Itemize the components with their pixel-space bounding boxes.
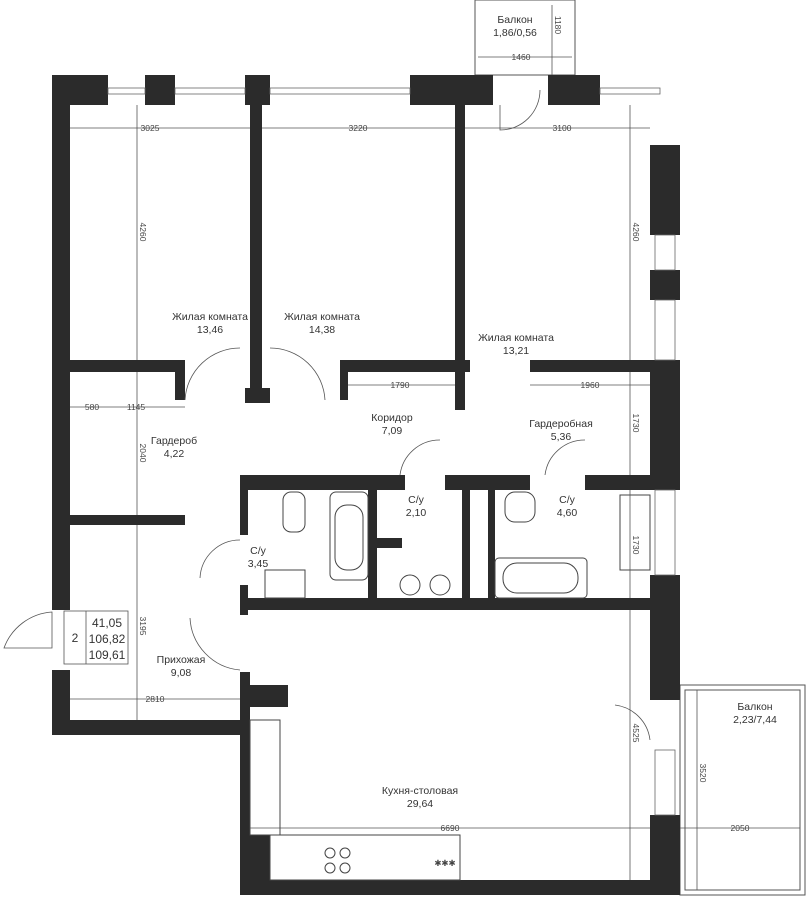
svg-text:3025: 3025 (141, 123, 160, 133)
right-balcony-inner (684, 689, 801, 891)
svg-text:1730: 1730 (631, 536, 641, 555)
svg-text:2050: 2050 (731, 823, 750, 833)
room-area: 2,10 (406, 507, 427, 519)
fixtures: ✱✱✱ (249, 491, 651, 881)
hob-icon: ✱✱✱ (434, 858, 455, 868)
walls (52, 75, 680, 895)
room-area: 5,36 (551, 431, 572, 443)
svg-text:3520: 3520 (698, 764, 708, 783)
svg-text:1460: 1460 (512, 52, 531, 62)
svg-text:4260: 4260 (138, 223, 148, 242)
room-area: 7,09 (382, 425, 403, 437)
svg-text:2810: 2810 (146, 694, 165, 704)
svg-text:3220: 3220 (349, 123, 368, 133)
room-area: 4,22 (164, 448, 185, 460)
top-balcony (474, 0, 576, 76)
total-area-with-balcony: 109,61 (89, 648, 126, 662)
room-area: 2,23/7,44 (733, 714, 777, 726)
room-name: Жилая комната (172, 311, 248, 323)
living-area: 41,05 (92, 616, 122, 630)
room-name: Кухня-столовая (382, 785, 458, 797)
svg-text:2040: 2040 (138, 444, 148, 463)
svg-text:1730: 1730 (631, 414, 641, 433)
svg-text:1790: 1790 (391, 380, 410, 390)
room-labels: Жилая комната 13,46 Жилая комната 14,38 … (151, 14, 777, 810)
room-area: 13,46 (197, 324, 223, 336)
area-summary-box: 2 41,05 106,82 109,61 (63, 610, 129, 665)
total-area: 106,82 (89, 632, 126, 646)
room-name: Балкон (737, 701, 772, 713)
room-area: 3,45 (248, 558, 269, 570)
svg-text:1960: 1960 (581, 380, 600, 390)
room-name: Прихожая (157, 654, 206, 666)
room-area: 13,21 (503, 345, 529, 357)
room-name: С/у (408, 494, 425, 506)
room-area: 29,64 (407, 798, 433, 810)
svg-text:4525: 4525 (631, 724, 641, 743)
room-name: Коридор (371, 412, 413, 424)
right-balcony (679, 684, 806, 896)
svg-text:3195: 3195 (138, 617, 148, 636)
svg-text:4260: 4260 (631, 223, 641, 242)
room-name: Жилая комната (284, 311, 360, 323)
room-name: Жилая комната (478, 332, 554, 344)
doors (3, 89, 651, 741)
room-name: Гардеробная (529, 418, 593, 430)
rooms-count: 2 (72, 631, 79, 645)
room-area: 14,38 (309, 324, 335, 336)
dimension-labels: 3025 3220 3100 4260 4260 1790 1960 580 1… (85, 16, 750, 833)
room-area: 1,86/0,56 (493, 27, 537, 39)
room-area: 9,08 (171, 667, 192, 679)
svg-text:6690: 6690 (441, 823, 460, 833)
room-name: Балкон (497, 14, 532, 26)
svg-text:1145: 1145 (127, 402, 146, 412)
room-area: 4,60 (557, 507, 578, 519)
svg-text:1180: 1180 (553, 16, 563, 35)
room-name: С/у (559, 494, 576, 506)
room-name: С/у (250, 545, 267, 557)
room-name: Гардероб (151, 435, 197, 447)
svg-text:580: 580 (85, 402, 99, 412)
dimension-lines (70, 5, 800, 890)
svg-text:3100: 3100 (553, 123, 572, 133)
